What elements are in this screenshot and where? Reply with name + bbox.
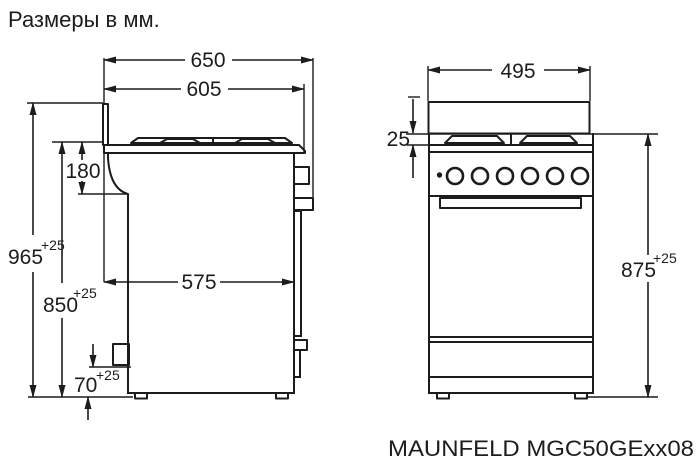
extension-lines-side <box>27 58 314 398</box>
dim-850-label: 850 <box>43 294 78 317</box>
dim-70-label: 70 <box>74 374 97 397</box>
burner-knob-1 <box>445 166 465 186</box>
dim-875-label: 875 <box>621 259 656 282</box>
dim-605-label: 605 <box>186 78 221 101</box>
dimension-hob-height-front: 875 +25 <box>621 133 677 398</box>
dim-495-label: 495 <box>500 60 535 83</box>
front-view-dimensions: 495 25 875 +25 <box>387 60 677 398</box>
dim-875-tolerance: +25 <box>653 250 677 266</box>
dimension-backsplash-height: 180 <box>65 141 101 195</box>
open-lid-front <box>427 101 591 135</box>
dimension-gas-inlet-height: 70 +25 <box>74 344 120 420</box>
door-handle-front <box>439 197 582 209</box>
dim-965-tolerance: +25 <box>41 237 65 253</box>
burner-knob-3 <box>495 166 515 186</box>
control-knob-side <box>293 166 310 185</box>
burner-knob-6 <box>570 166 590 186</box>
hob-top-side <box>103 144 306 154</box>
model-label: MAUNFELD MGC50GExx08 <box>388 436 694 461</box>
dimension-grate-height: 25 <box>387 99 417 178</box>
dim-575-label: 575 <box>181 271 216 294</box>
drawer-handle-side <box>293 339 308 351</box>
dim-650-label: 650 <box>190 49 225 72</box>
dim-180-label: 180 <box>65 160 100 183</box>
burner-knob-4 <box>520 166 540 186</box>
door-drawer-lines <box>428 336 594 378</box>
burner-cap-front <box>233 138 277 145</box>
open-lid-side <box>102 103 109 146</box>
grate-right <box>519 135 578 144</box>
dimension-total-depth: 650 <box>103 49 314 72</box>
dimension-width: 495 <box>427 60 591 83</box>
dimension-body-depth: 575 <box>103 271 295 294</box>
drawer-front-side <box>293 349 301 378</box>
dim-850-tolerance: +25 <box>73 285 97 301</box>
page-title: Размеры в мм. <box>8 7 160 32</box>
pan-grate-side <box>130 137 293 145</box>
burner-knob-2 <box>470 166 490 186</box>
rear-foot-side <box>134 392 148 400</box>
left-foot-front <box>436 392 450 400</box>
dim-70-tolerance: +25 <box>96 367 120 383</box>
dim-965-label: 965 <box>8 246 43 269</box>
extension-lines-front <box>406 66 658 398</box>
body-back-profile <box>107 152 129 394</box>
dimension-hob-depth: 605 <box>103 78 305 101</box>
burner-knob-5 <box>545 166 565 186</box>
hob-band-front <box>428 134 594 146</box>
dim-25-label: 25 <box>387 128 410 151</box>
indicator-light <box>436 172 443 178</box>
front-view-drawing <box>427 101 594 400</box>
side-view-drawing <box>102 103 314 400</box>
front-foot-side <box>275 392 289 400</box>
grate-left <box>444 135 505 144</box>
right-foot-front <box>574 392 588 400</box>
burner-cap-rear <box>158 138 202 145</box>
control-panel-front <box>428 151 594 197</box>
oven-door-side <box>293 210 302 337</box>
side-view-dimensions: 650 605 965 +25 850 +25 180 <box>8 49 314 420</box>
gas-inlet-connection <box>112 343 130 366</box>
dimension-total-height: 965 +25 <box>8 102 65 398</box>
dimension-hob-height-side: 850 +25 <box>43 141 97 398</box>
door-handle-side <box>293 197 314 211</box>
